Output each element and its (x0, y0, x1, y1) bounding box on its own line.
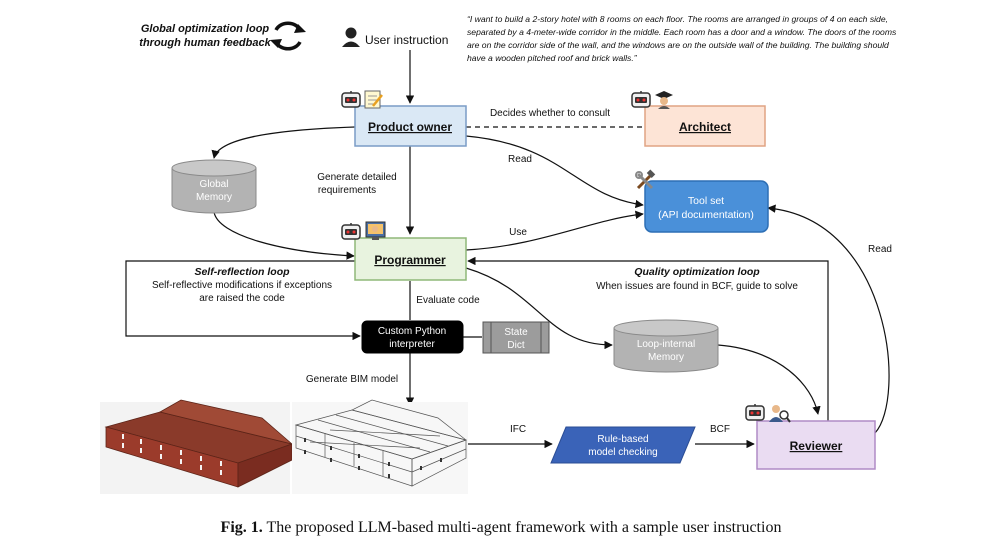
architect-node: Architect (644, 105, 766, 147)
generate-requirements-line1: Generate detailed (317, 172, 397, 183)
evaluate-code-label: Evaluate code (416, 295, 480, 306)
interpreter-line2: interpreter (389, 339, 435, 350)
interpreter-line1: Custom Python (378, 326, 446, 337)
bcf-label: BCF (710, 424, 730, 435)
quality-loop-line1: When issues are found in BCF, guide to s… (596, 281, 798, 292)
svg-text:separated by a 4-meter-wide co: separated by a 4-meter-wide corridor in … (467, 27, 897, 37)
caption-prefix: Fig. 1. (221, 519, 263, 536)
notepad-icon (364, 90, 383, 109)
ifc-label: IFC (510, 424, 526, 435)
connectors (125, 50, 890, 449)
graduate-icon (655, 91, 673, 109)
programmer-label: Programmer (374, 253, 446, 267)
self-reflection-title: Self-reflection loop (194, 266, 290, 278)
product-owner-node: Product owner (354, 105, 467, 147)
read-po-label: Read (508, 154, 532, 165)
caption-text: The proposed LLM-based multi-agent frame… (263, 519, 782, 536)
user-icon (342, 27, 360, 47)
programmer-node: Programmer (354, 237, 467, 281)
consult-label: Decides whether to consult (490, 108, 610, 119)
state-dict-node: State Dict (482, 321, 550, 354)
rule-based-checking-node: Rule-based model checking (550, 426, 696, 464)
user-instruction-label: User instruction (365, 33, 448, 47)
global-loop-title-line2: through human feedback (139, 37, 271, 49)
tool-set-line1: Tool set (688, 195, 724, 207)
state-dict-line2: Dict (507, 340, 524, 351)
global-loop-title-line1: Global optimization loop (141, 23, 270, 35)
robot-icon (341, 223, 361, 240)
reviewer-node: Reviewer (756, 420, 876, 470)
rule-checking-line2: model checking (588, 447, 657, 458)
cycle-arrows-icon (270, 21, 306, 51)
architect-label: Architect (679, 120, 731, 134)
generate-bim-label: Generate BIM model (306, 374, 398, 385)
loop-memory-line1: Loop-internal (637, 339, 695, 350)
bim-wireframe-render (292, 399, 468, 494)
bim-building-render (100, 399, 294, 494)
generate-requirements-line2: requirements (318, 185, 376, 196)
quality-loop-title: Quality optimization loop (634, 266, 760, 278)
read-reviewer-label: Read (868, 244, 892, 255)
figure-caption: Fig. 1. The proposed LLM-based multi-age… (221, 519, 782, 536)
svg-text:“I want to build a 2-story hot: “I want to build a 2-story hotel with 8 … (467, 14, 888, 24)
computer-icon (365, 221, 386, 240)
robot-icon (745, 404, 765, 421)
svg-text:have a wooden pitched roof and: have a wooden pitched roof and brick wal… (467, 53, 638, 63)
svg-text:are on the corridor side of th: are on the corridor side of the wall, an… (467, 40, 889, 50)
loop-memory-line2: Memory (648, 352, 684, 363)
self-reflection-line2: are raised the code (199, 293, 285, 304)
global-memory-line2: Memory (196, 192, 232, 203)
global-memory-line1: Global (200, 179, 229, 190)
python-interpreter-node: Custom Python interpreter (361, 320, 464, 354)
user-instruction-quote: “I want to build a 2-story hotel with 8 … (467, 14, 897, 63)
robot-icon (341, 91, 361, 108)
global-memory-node: Global Memory (171, 159, 257, 214)
loop-internal-memory-node: Loop-internal Memory (613, 319, 719, 373)
use-label: Use (509, 227, 527, 238)
reviewer-label: Reviewer (790, 439, 843, 453)
tool-set-node: Tool set (API documentation) (644, 180, 769, 233)
robot-icon (631, 91, 651, 108)
self-reflection-line1: Self-reflective modifications if excepti… (152, 280, 332, 291)
hammer-wrench-icon (635, 169, 656, 190)
rule-checking-line1: Rule-based (597, 434, 648, 445)
inspector-icon (769, 405, 791, 423)
tool-set-line2: (API documentation) (658, 209, 754, 221)
product-owner-label: Product owner (368, 120, 452, 134)
state-dict-line1: State (504, 327, 528, 338)
